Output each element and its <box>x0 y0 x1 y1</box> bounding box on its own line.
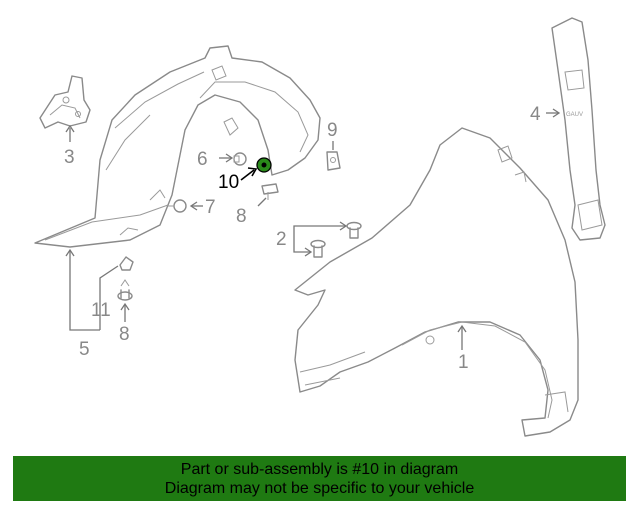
fender-part-1 <box>294 127 579 437</box>
nut-part-11 <box>119 256 134 271</box>
banner-line-2: Diagram may not be specific to your vehi… <box>164 479 475 497</box>
clip-part-9 <box>326 151 341 171</box>
callout-11: 11 <box>91 300 111 321</box>
pin-part-7 <box>168 199 187 213</box>
callout-9: 9 <box>327 120 338 141</box>
leader-lines <box>65 108 561 350</box>
bracket-label: GAUV <box>566 112 583 118</box>
clip-part-6 <box>233 152 247 166</box>
banner-line-1: Part or sub-assembly is #10 in diagram <box>180 460 459 478</box>
callout-4: 4 <box>530 104 541 125</box>
bolt-part-2-upper <box>346 221 362 239</box>
bolt-part-2-lower <box>310 239 326 258</box>
callout-2: 2 <box>276 229 287 250</box>
callout-3: 3 <box>64 147 75 168</box>
callout-labels: 3 4 6 7 8 9 10 2 1 11 8 5 <box>64 104 541 373</box>
callout-1: 1 <box>458 352 469 373</box>
parts-diagram: GAUV <box>34 17 606 437</box>
callout-5: 5 <box>79 339 90 360</box>
callout-6: 6 <box>197 149 208 170</box>
bracket-part-3 <box>39 75 91 129</box>
info-banner: Part or sub-assembly is #10 in diagram D… <box>13 456 626 501</box>
callout-10: 10 <box>218 172 239 193</box>
fender-liner <box>34 45 321 248</box>
screw-part-8-upper <box>261 183 279 200</box>
callout-7: 7 <box>205 197 216 218</box>
callout-8-lower: 8 <box>119 324 130 345</box>
screw-part-8-lower <box>117 279 133 301</box>
bracket-part-4: GAUV <box>551 17 606 241</box>
highlighted-part-10[interactable] <box>256 157 272 173</box>
callout-8-upper: 8 <box>236 206 247 227</box>
